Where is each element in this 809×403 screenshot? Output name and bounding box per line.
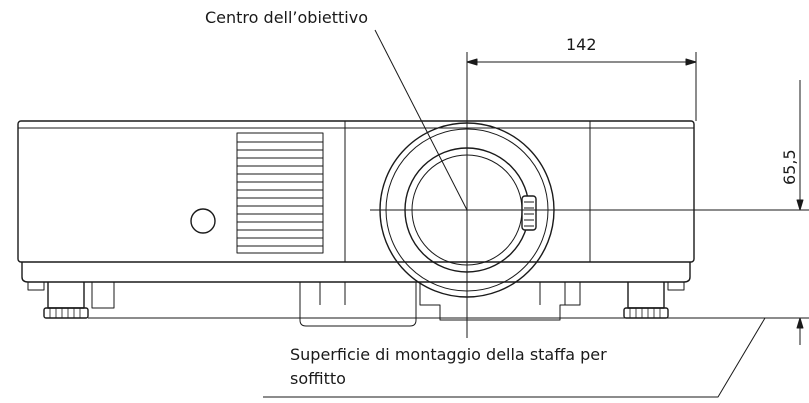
height-dimension-label: 65,5 <box>780 149 799 185</box>
ir-sensor <box>190 208 216 234</box>
height-dimension <box>796 80 804 345</box>
mount-surface-label-line2: soffitto <box>290 369 346 388</box>
vent-grille <box>236 132 324 254</box>
under-body-details <box>27 281 685 327</box>
mount-surface-label-line1: Superficie di montaggio della staffa per <box>290 345 607 364</box>
width-dimension-label: 142 <box>566 35 597 54</box>
right-foot <box>623 282 669 319</box>
left-foot <box>43 281 115 319</box>
reference-lines <box>88 52 809 338</box>
leader-lines <box>263 29 766 398</box>
width-dimension <box>466 52 697 121</box>
projector-body <box>17 120 695 283</box>
lens-center-label: Centro dell’obiettivo <box>205 8 368 27</box>
